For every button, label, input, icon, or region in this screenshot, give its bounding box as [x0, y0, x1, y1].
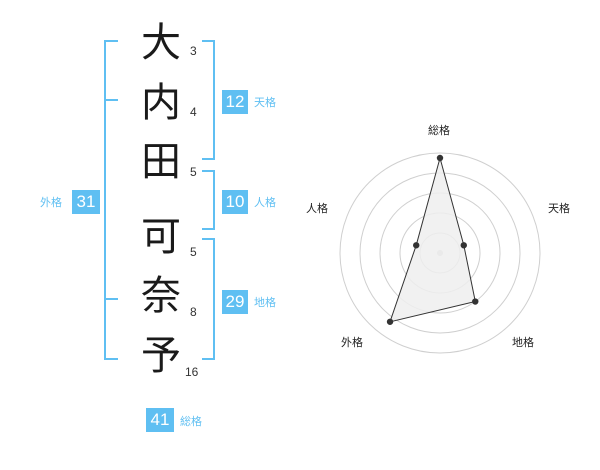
- radar-point-2: [472, 298, 479, 305]
- radar-points: [386, 154, 479, 325]
- name-char-5: 奈: [141, 273, 181, 319]
- stroke-count-1: 3: [190, 44, 197, 58]
- stroke-count-4: 5: [190, 245, 197, 259]
- chikaku-label: 地格: [254, 296, 276, 309]
- radar-label-gaikaku: 外格: [341, 336, 363, 349]
- chikaku-value: 29: [222, 290, 248, 314]
- jinkaku-label: 人格: [254, 196, 276, 209]
- radar-point-1: [460, 242, 467, 249]
- radar-point-0: [436, 154, 444, 162]
- radar-label-tenkaku: 天格: [548, 202, 570, 215]
- name-char-2: 内: [141, 80, 181, 126]
- tenkaku-label: 天格: [254, 96, 276, 109]
- radar-ring: [339, 152, 541, 354]
- stroke-count-5: 8: [190, 305, 197, 319]
- stroke-count-2: 4: [190, 105, 197, 119]
- radar-point-4: [413, 242, 420, 249]
- name-char-3: 田: [141, 139, 181, 185]
- gaikaku-label: 外格: [40, 196, 62, 209]
- jinkaku-value: 10: [222, 190, 248, 214]
- name-char-4: 可: [141, 214, 181, 260]
- gaikaku-value: 31: [72, 190, 100, 214]
- radar-point-3: [386, 318, 394, 325]
- radar-label-jinkaku: 人格: [306, 202, 328, 215]
- soukaku-label: 総格: [180, 415, 202, 428]
- radar-polygon: [389, 156, 476, 323]
- radar-label-chikaku: 地格: [512, 336, 534, 349]
- name-char-1: 大: [141, 20, 181, 66]
- stroke-count-6: 16: [185, 365, 199, 379]
- stroke-count-3: 5: [190, 165, 197, 179]
- radar-label-soukaku: 総格: [428, 124, 450, 137]
- name-char-6: 予: [141, 333, 181, 379]
- soukaku-value: 41: [146, 408, 174, 432]
- tenkaku-value: 12: [222, 90, 248, 114]
